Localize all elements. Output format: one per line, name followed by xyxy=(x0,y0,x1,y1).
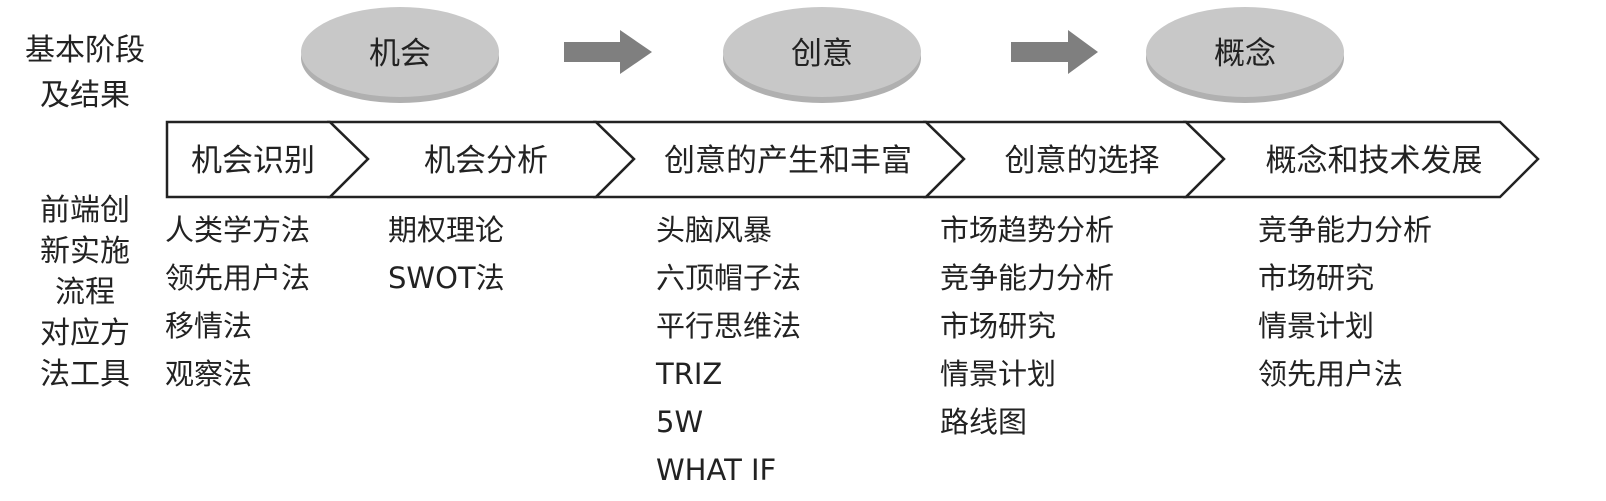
method-item: TRIZ xyxy=(656,357,723,391)
method-item: WHAT IF xyxy=(656,453,777,487)
method-list-idea-generation: 头脑风暴 六顶帽子法 平行思维法 TRIZ 5W WHAT IF xyxy=(656,206,801,494)
process-label-opportunity-analysis: 机会分析 xyxy=(424,143,548,179)
process-label-opportunity-identification: 机会识别 xyxy=(191,143,315,179)
method-item: 5W xyxy=(656,405,704,439)
method-item: 竞争能力分析 xyxy=(940,261,1115,295)
process-label-concept-development: 概念和技术发展 xyxy=(1266,143,1483,179)
method-item: 平行思维法 xyxy=(656,309,802,343)
method-item: 领先用户法 xyxy=(1258,357,1404,391)
stage-row-label-line2: 及结果 xyxy=(40,78,130,113)
method-item: 期权理论 xyxy=(388,213,505,247)
method-item: 情景计划 xyxy=(1258,309,1375,343)
method-item: 领先用户法 xyxy=(165,261,311,295)
method-item: SWOT法 xyxy=(388,261,505,295)
method-item: 头脑风暴 xyxy=(656,213,773,247)
method-item: 路线图 xyxy=(940,405,1028,439)
method-row-label-line2: 新实施 xyxy=(40,234,130,269)
stage-arrow-2 xyxy=(1011,30,1098,74)
method-item: 竞争能力分析 xyxy=(1258,213,1433,247)
stage-label-idea: 创意 xyxy=(791,36,853,72)
method-row-label-line4: 对应方 xyxy=(40,316,130,351)
method-item: 移情法 xyxy=(165,309,253,343)
method-list-opportunity-analysis: 期权理论 SWOT法 xyxy=(388,206,505,302)
method-list-opportunity-identification: 人类学方法 领先用户法 移情法 观察法 xyxy=(165,206,310,398)
method-item: 市场研究 xyxy=(1258,261,1375,295)
method-item: 市场研究 xyxy=(940,309,1057,343)
method-item: 情景计划 xyxy=(940,357,1057,391)
method-row-label: 前端创 新实施 流程 对应方 法工具 xyxy=(20,190,150,395)
method-item: 观察法 xyxy=(165,357,253,391)
stage-ellipse-concept xyxy=(1146,7,1344,97)
process-label-idea-selection: 创意的选择 xyxy=(1005,143,1160,179)
method-item: 市场趋势分析 xyxy=(940,213,1115,247)
stage-ellipse-opportunity xyxy=(301,7,499,97)
stage-row-label-line1: 基本阶段 xyxy=(25,33,145,68)
method-list-idea-selection: 市场趋势分析 竞争能力分析 市场研究 情景计划 路线图 xyxy=(940,206,1114,446)
stage-arrow-1 xyxy=(564,30,652,74)
process-chevron-5 xyxy=(1182,120,1540,199)
method-row-label-line1: 前端创 xyxy=(40,193,130,228)
stage-label-concept: 概念 xyxy=(1214,36,1276,72)
stage-ellipse-idea xyxy=(723,7,921,97)
method-row-label-line3: 流程 xyxy=(55,275,115,310)
process-label-idea-generation: 创意的产生和丰富 xyxy=(664,143,912,179)
stage-row-label: 基本阶段 及结果 xyxy=(20,28,150,118)
method-row-label-line5: 法工具 xyxy=(40,357,130,392)
method-list-concept-development: 竞争能力分析 市场研究 情景计划 领先用户法 xyxy=(1258,206,1432,398)
method-item: 人类学方法 xyxy=(165,213,311,247)
stage-label-opportunity: 机会 xyxy=(369,36,431,72)
method-item: 六顶帽子法 xyxy=(656,261,802,295)
